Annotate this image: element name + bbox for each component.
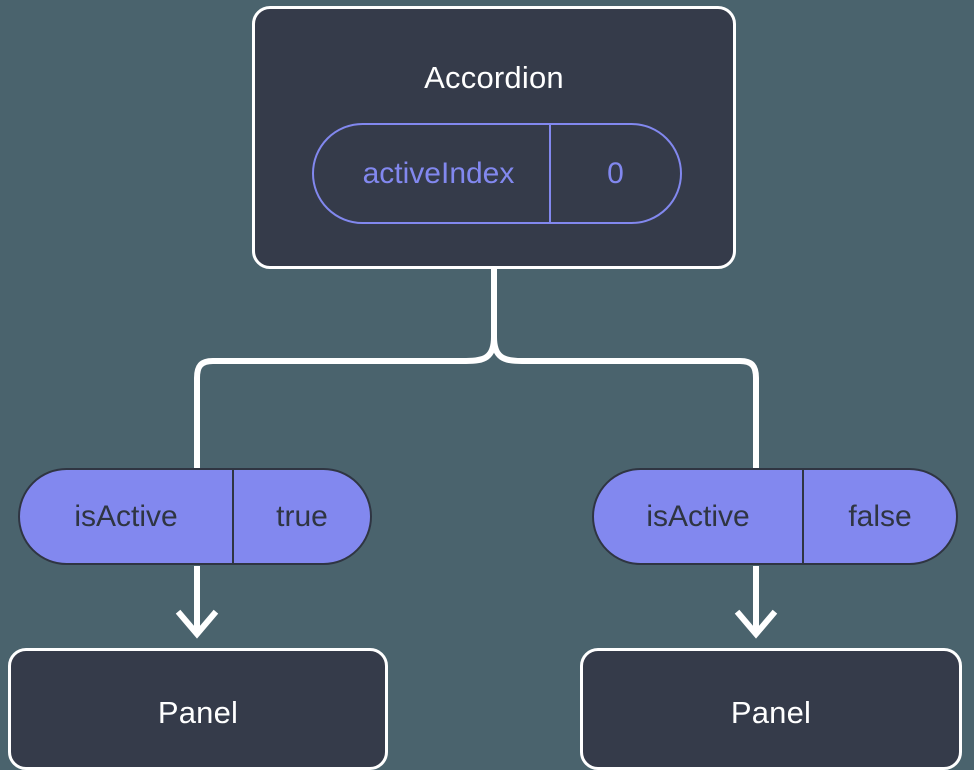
prop-key-label: isActive <box>74 499 178 533</box>
panel-component-node-right[interactable]: Panel <box>580 648 962 770</box>
connector-branch-right <box>491 336 759 468</box>
connector-branch-left <box>194 336 497 468</box>
state-value-label: 0 <box>549 125 680 222</box>
accordion-component-node[interactable]: Accordion activeIndex 0 <box>252 6 736 269</box>
arrow-head-right-icon <box>734 609 778 639</box>
accordion-state-badge[interactable]: activeIndex 0 <box>312 123 682 224</box>
panel-title: Panel <box>730 695 812 730</box>
prop-value-label: false <box>802 470 956 563</box>
prop-badge-is-active-true[interactable]: isActive true <box>18 468 372 565</box>
accordion-title: Accordion <box>424 60 564 95</box>
panel-title: Panel <box>157 695 239 730</box>
prop-badge-is-active-false[interactable]: isActive false <box>592 468 958 565</box>
panel-component-node-left[interactable]: Panel <box>8 648 388 770</box>
state-key-label: activeIndex <box>362 156 515 190</box>
arrow-head-left-icon <box>175 609 219 639</box>
prop-key-label: isActive <box>646 499 750 533</box>
prop-value-label: true <box>232 470 370 563</box>
